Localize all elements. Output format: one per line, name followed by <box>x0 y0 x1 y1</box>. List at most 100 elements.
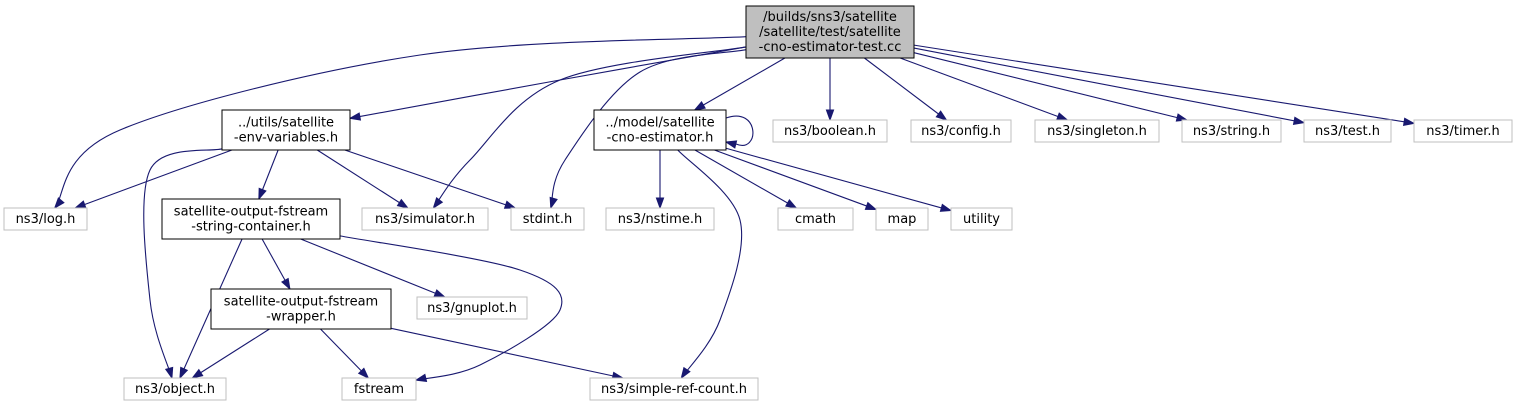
edge-cno-to-cno-arrowhead <box>724 140 738 149</box>
edge-container-to-wrapper-arrowhead <box>281 277 291 291</box>
edge-root-to-stdint-line <box>550 49 747 209</box>
node-gnuplot-box <box>416 296 528 320</box>
edge-container-to-fstream-line <box>339 235 563 381</box>
edge-root-to-env-line <box>349 46 747 119</box>
node-env-box <box>221 109 351 151</box>
node-stdint: stdint.h <box>510 207 585 231</box>
node-nstime-box <box>605 207 715 231</box>
edge-wrapper-to-simplerefcount <box>390 327 625 381</box>
edge-cno-to-cno <box>724 115 754 149</box>
edge-cno-to-cmath-arrowhead <box>785 199 798 209</box>
node-log: ns3/log.h <box>3 207 88 231</box>
node-cno-label-line-1: ../model/satellite <box>605 116 714 131</box>
edge-wrapper-to-fstream-arrowhead <box>357 367 370 380</box>
node-singleton-label-line-1: ns3/singleton.h <box>1047 124 1147 139</box>
node-root[interactable]: /builds/sns3/satellite/satellite/test/sa… <box>745 5 915 59</box>
node-root-box <box>745 5 915 59</box>
edge-root-to-simulator-line <box>432 46 747 209</box>
edge-cno-to-simplerefcount <box>677 149 743 380</box>
edge-wrapper-to-object-line <box>192 328 270 379</box>
node-boolean-label-line-1: ns3/boolean.h <box>784 124 876 139</box>
edge-root-to-log-arrowhead <box>53 197 65 210</box>
node-string-box <box>1181 119 1282 143</box>
node-string: ns3/string.h <box>1181 119 1282 143</box>
node-config-box <box>910 119 1012 143</box>
edge-root-to-simulator <box>432 46 747 210</box>
node-singleton: ns3/singleton.h <box>1034 119 1160 143</box>
node-env[interactable]: ../utils/satellite-env-variables.h <box>221 109 351 151</box>
edge-wrapper-to-fstream-line <box>320 328 369 379</box>
edge-cno-to-utility-arrowhead <box>939 203 953 212</box>
node-timer-box <box>1413 119 1513 143</box>
node-cno[interactable]: ../model/satellite-cno-estimator.h <box>593 109 727 151</box>
node-utility: utility <box>950 207 1013 231</box>
edge-cno-to-simplerefcount-arrowhead <box>680 366 691 380</box>
edge-root-to-singleton-line <box>899 57 1068 121</box>
edge-cno-to-nstime <box>655 150 665 210</box>
node-test-label-line-1: ns3/test.h <box>1315 124 1380 139</box>
node-boolean: ns3/boolean.h <box>772 119 888 143</box>
node-object: ns3/object.h <box>123 377 227 401</box>
node-wrapper-box <box>210 288 392 330</box>
edge-root-to-singleton <box>899 57 1069 121</box>
node-utility-label-line-1: utility <box>963 212 1000 227</box>
node-config: ns3/config.h <box>910 119 1012 143</box>
node-container[interactable]: satellite-output-fstream-string-containe… <box>161 198 341 240</box>
node-simplerefcount-box <box>589 377 759 401</box>
edge-env-to-stdint <box>344 149 517 209</box>
edge-root-to-test-line <box>913 47 1305 124</box>
edge-wrapper-to-simplerefcount-line <box>390 327 623 379</box>
edge-root-to-cno-arrowhead <box>693 101 706 111</box>
node-string-label-line-1: ns3/string.h <box>1193 124 1270 139</box>
edge-container-to-fstream-arrowhead <box>414 373 428 382</box>
node-simulator-label-line-1: ns3/simulator.h <box>375 212 475 227</box>
node-utility-box <box>950 207 1013 231</box>
edge-container-to-gnuplot-arrowhead <box>433 289 447 298</box>
edge-env-to-log-arrowhead <box>73 200 87 209</box>
edge-root-to-test <box>913 47 1306 125</box>
edge-root-to-string-line <box>913 52 1188 121</box>
edge-cno-to-map-line <box>714 149 877 210</box>
edge-root-to-log <box>53 36 747 210</box>
node-cmath-box <box>777 207 854 231</box>
node-root-label-line-3: -cno-estimator-test.cc <box>759 40 902 55</box>
edge-root-to-log-line <box>54 36 747 209</box>
edge-root-to-env-arrowhead <box>348 112 362 121</box>
edge-root-to-boolean-arrowhead <box>825 109 835 122</box>
edge-root-to-stdint <box>549 49 747 210</box>
edge-env-to-container <box>258 149 279 201</box>
edge-env-to-simulator-line <box>316 149 409 209</box>
edges-layer <box>53 36 1416 382</box>
node-test-box <box>1303 119 1392 143</box>
node-env-label-line-1: ../utils/satellite <box>238 116 334 131</box>
node-fstream-box <box>341 377 417 401</box>
node-cmath-label-line-1: cmath <box>795 212 836 227</box>
edge-root-to-timer-arrowhead <box>1402 117 1416 126</box>
edge-env-to-simulator-arrowhead <box>396 198 410 209</box>
node-map-box <box>875 207 929 231</box>
edge-cno-to-simplerefcount-line <box>677 149 743 379</box>
edge-container-to-gnuplot-line <box>300 238 445 298</box>
node-wrapper-label-line-1: satellite-output-fstream <box>224 295 378 310</box>
node-log-box <box>3 207 88 231</box>
edge-root-to-config-line <box>864 57 947 121</box>
node-fstream-label-line-1: fstream <box>354 382 404 397</box>
node-cmath: cmath <box>777 207 854 231</box>
node-simplerefcount-label-line-1: ns3/simple-ref-count.h <box>601 382 747 397</box>
edge-env-to-object-arrowhead <box>164 366 174 380</box>
edge-wrapper-to-fstream <box>320 328 370 380</box>
edge-cno-to-utility <box>725 147 953 212</box>
node-wrapper[interactable]: satellite-output-fstream-wrapper.h <box>210 288 392 330</box>
node-boolean-box <box>772 119 888 143</box>
edge-wrapper-to-object <box>191 328 270 379</box>
edge-env-to-simulator <box>316 149 410 209</box>
node-wrapper-label-line-2: -wrapper.h <box>266 310 336 325</box>
node-env-label-line-2: -env-variables.h <box>234 131 338 146</box>
edge-cno-to-cmath-line <box>694 149 797 209</box>
edge-cno-to-utility-line <box>725 147 952 212</box>
edge-root-to-simulator-arrowhead <box>432 197 444 210</box>
node-root-label-line-1: /builds/sns3/satellite <box>763 10 897 25</box>
node-nstime: ns3/nstime.h <box>605 207 715 231</box>
edge-env-to-object <box>143 148 223 380</box>
edge-env-to-container-arrowhead <box>258 187 267 201</box>
